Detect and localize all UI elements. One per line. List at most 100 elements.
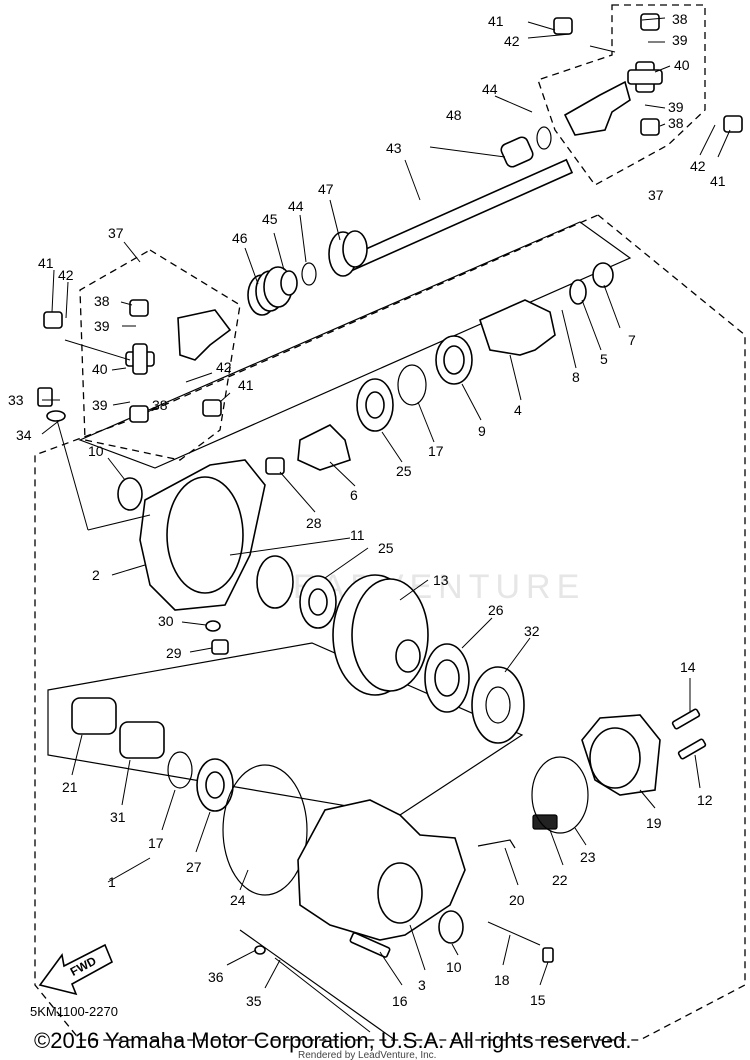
pin-18 [487,921,541,946]
spring-46 [247,266,293,316]
callout-39-c: 39 [94,318,110,334]
callout-41-c: 41 [38,255,54,271]
coil-22 [532,814,558,830]
callout-37-left: 37 [108,225,124,241]
callout-28: 28 [306,515,322,531]
diagram-code: 5KM1100-2270 [30,1004,118,1019]
rendered-by-credit: Rendered by LeadVenture, Inc. [298,1050,436,1060]
pin-36 [254,945,266,955]
callout-39-a: 39 [672,32,688,48]
callout-9: 9 [478,423,486,439]
callout-33: 33 [8,392,24,408]
callout-7: 7 [628,332,636,348]
callout-42-b: 42 [690,158,706,174]
spider-40-left [125,343,155,375]
shim-32 [471,666,525,744]
yoke-upper [563,80,631,136]
screw-14 [671,708,701,730]
callout-45: 45 [262,211,278,227]
bolt-29 [211,639,229,655]
callout-10-upper: 10 [88,443,104,459]
circlip-44-lower [301,262,317,286]
callout-37-upper: 37 [648,187,664,203]
bearing-41-left-a [43,311,63,329]
yoke-left [177,309,232,361]
secondary-shaft-group-frame [47,642,524,816]
callout-29: 29 [166,645,182,661]
callout-20: 20 [509,892,525,908]
rod-35 [274,957,371,1033]
callout-47: 47 [318,181,334,197]
nut-7 [592,262,614,288]
callout-12: 12 [697,792,713,808]
callout-2: 2 [92,567,100,583]
callout-27: 27 [186,859,202,875]
callout-5: 5 [600,351,608,367]
washer-45 [280,270,298,296]
callout-39-b: 39 [668,99,684,115]
bearing-38-left-b [129,405,149,423]
bearing-41-upper-b [723,115,743,133]
bearing-38-left-a [129,299,149,317]
boot-47 [328,230,368,277]
callout-19: 19 [646,815,662,831]
circlip-17-upper [397,364,427,406]
callout-17-lower: 17 [148,835,164,851]
universal-joint-group-37-left [79,249,241,461]
shim-11 [256,555,294,609]
callout-41-d: 41 [238,377,254,393]
callout-16: 16 [392,993,408,1009]
callout-46: 46 [232,230,248,246]
yoke-4 [479,299,556,356]
motor-19 [581,714,661,796]
leader-lines [41,17,731,989]
callout-42-a: 42 [504,33,520,49]
callout-42-d: 42 [216,359,232,375]
bearing-28 [265,457,285,475]
callout-11: 11 [350,527,365,543]
pinion-gear-6 [297,424,351,471]
ring-gear-13 [332,574,429,696]
callout-15: 15 [530,992,546,1008]
callout-21: 21 [62,779,78,795]
case-bottom-frame [239,929,396,1041]
bearing-38-upper-a [640,13,660,31]
bolt-33 [37,387,53,407]
bearing-26 [424,643,470,713]
callout-26: 26 [488,602,504,618]
callout-41-b: 41 [710,173,726,189]
callout-42-c: 42 [58,267,74,283]
bearing-25-upper [356,378,394,432]
bearing-25-lower [299,575,337,629]
callout-13: 13 [433,572,449,588]
oil-seal-10-lower [438,910,464,944]
copyright-notice: ©2016 Yamaha Motor Corporation, U.S.A. A… [34,1028,631,1053]
callout-10-lower: 10 [446,959,462,975]
callout-43: 43 [386,140,402,156]
callout-39-d: 39 [92,397,108,413]
callout-41-a: 41 [488,13,504,29]
callout-6: 6 [350,487,358,503]
fwd-arrow: FWD [38,943,114,996]
o-ring-24 [222,764,308,896]
shift-rod-20 [477,839,516,849]
callout-35: 35 [246,993,262,1009]
bearing-41-left-b [202,399,222,417]
callout-1: 1 [108,874,116,890]
callout-38-d: 38 [152,397,168,413]
bearing-31 [119,721,165,759]
callout-40-a: 40 [674,57,690,73]
callout-32: 32 [524,623,540,639]
bearing-41-upper-a [553,17,573,35]
callout-25-lower: 25 [378,540,394,556]
coupling-48 [500,136,534,168]
callout-38-a: 38 [672,11,688,27]
washer-30 [205,620,221,632]
bolt-16 [349,932,391,958]
callout-44-b: 44 [288,198,304,214]
universal-joint-group-37-upper [537,4,706,186]
spider-40-upper [627,61,663,93]
callout-30: 30 [158,613,174,629]
pinion-group-frame [78,221,632,469]
